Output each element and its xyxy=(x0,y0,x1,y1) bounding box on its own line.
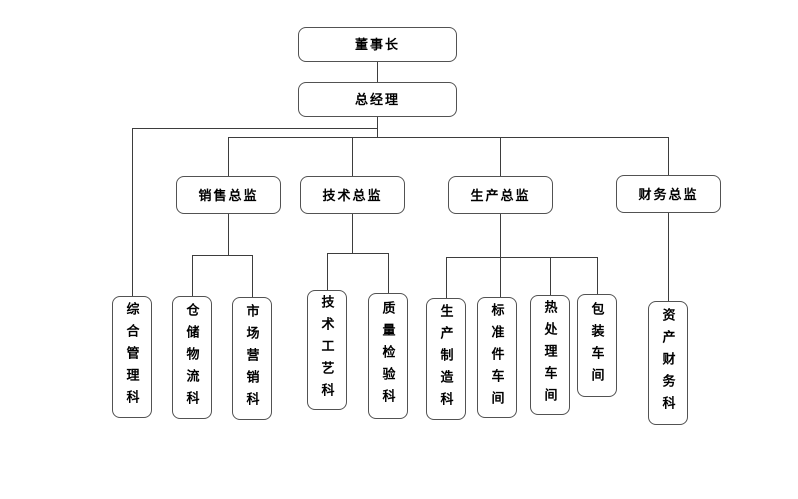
node-general-management-dept-label: 综合管理科 xyxy=(124,302,140,412)
node-packaging-workshop-label: 包装车间 xyxy=(589,301,605,390)
connector-sales-horizontal xyxy=(192,255,252,256)
connector-drop-quality-inspection xyxy=(388,253,389,293)
node-standard-parts-workshop-label: 标准件车间 xyxy=(489,302,505,413)
connector-tech-trunk xyxy=(352,214,353,253)
node-sales-director: 销售总监 xyxy=(176,176,281,214)
connector-production-trunk xyxy=(500,214,501,297)
connector-drop-production-director xyxy=(500,137,501,176)
node-chairman-label: 董事长 xyxy=(354,37,400,52)
node-production-director-label: 生产总监 xyxy=(470,187,531,203)
node-warehouse-logistics-dept: 仓储物流科 xyxy=(172,296,212,419)
connector-drop-production-manufacturing xyxy=(446,257,447,298)
node-asset-finance-dept-label: 资产财务科 xyxy=(660,308,676,418)
node-general-manager: 总经理 xyxy=(298,82,457,117)
connector-drop-marketing xyxy=(252,255,253,297)
node-quality-inspection-dept-label: 质量检验科 xyxy=(380,301,396,411)
node-asset-finance-dept: 资产财务科 xyxy=(648,301,688,425)
connector-drop-finance-director xyxy=(668,137,669,175)
connector-finance-trunk xyxy=(668,213,669,301)
connector-sales-trunk xyxy=(228,214,229,255)
node-chairman: 董事长 xyxy=(298,27,457,62)
connector-drop-technical-process xyxy=(327,253,328,290)
node-packaging-workshop: 包装车间 xyxy=(577,294,617,397)
node-general-manager-label: 总经理 xyxy=(354,92,400,107)
node-marketing-dept: 市场营销科 xyxy=(232,297,272,420)
node-production-manufacturing-dept-label: 生产制造科 xyxy=(438,304,454,414)
node-quality-inspection-dept: 质量检验科 xyxy=(368,293,408,419)
connector-chairman-gm xyxy=(377,62,378,82)
node-warehouse-logistics-dept-label: 仓储物流科 xyxy=(184,302,200,413)
node-tech-director-label: 技术总监 xyxy=(322,187,383,203)
connector-gm-trunk xyxy=(377,117,378,137)
connector-directors-horizontal xyxy=(228,137,668,138)
node-sales-director-label: 销售总监 xyxy=(198,187,259,203)
node-production-manufacturing-dept: 生产制造科 xyxy=(426,298,466,420)
node-heat-treatment-workshop: 热处理车间 xyxy=(530,295,570,415)
node-heat-treatment-workshop-label: 热处理车间 xyxy=(542,300,558,410)
node-standard-parts-workshop: 标准件车间 xyxy=(477,297,517,418)
connector-drop-tech-director xyxy=(352,137,353,176)
connector-drop-warehouse-logistics xyxy=(192,255,193,296)
connector-production-horizontal xyxy=(446,257,597,258)
connector-tech-horizontal xyxy=(327,253,388,254)
connector-drop-sales-director xyxy=(228,137,229,176)
connector-drop-packaging xyxy=(597,257,598,294)
connector-gm-direct-vertical xyxy=(132,128,133,296)
node-marketing-dept-label: 市场营销科 xyxy=(244,303,260,414)
node-general-management-dept: 综合管理科 xyxy=(112,296,152,418)
node-tech-director: 技术总监 xyxy=(300,176,405,214)
node-finance-director-label: 财务总监 xyxy=(638,186,699,202)
node-finance-director: 财务总监 xyxy=(616,175,721,213)
connector-gm-direct-horizontal xyxy=(132,128,377,129)
node-production-director: 生产总监 xyxy=(448,176,553,214)
connector-drop-heat-treatment xyxy=(550,257,551,295)
node-technical-process-dept: 技术工艺科 xyxy=(307,290,347,410)
node-technical-process-dept-label: 技术工艺科 xyxy=(319,295,335,405)
